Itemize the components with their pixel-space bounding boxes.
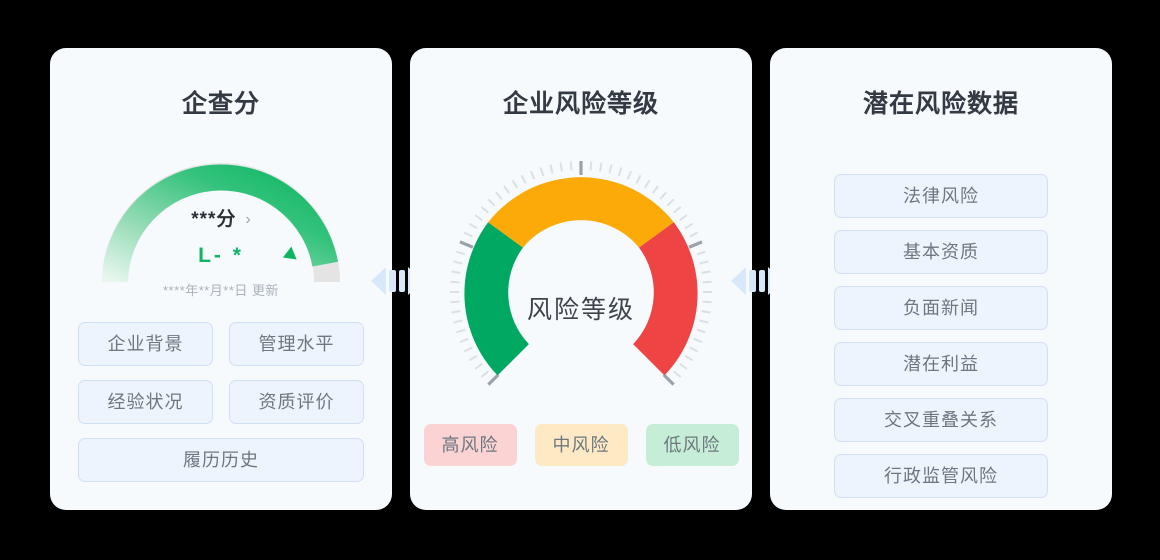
score-gauge-value	[102, 164, 338, 283]
legend-low-risk[interactable]: 低风险	[645, 424, 739, 466]
card-title-score: 企查分	[181, 90, 260, 118]
connector-bar-2	[398, 270, 405, 292]
connector-bar-4	[758, 270, 765, 292]
tag-resume-history[interactable]: 履历历史	[78, 438, 364, 482]
tag-management-level[interactable]: 管理水平	[229, 322, 364, 366]
risk-gauge-svg	[450, 161, 712, 386]
tag-qualification-eval[interactable]: 资质评价	[229, 380, 364, 424]
connector-bar-1	[389, 270, 396, 292]
card-title-data: 潜在风险数据	[862, 90, 1019, 118]
arrow-left-icon	[371, 267, 386, 295]
risk-gauge-center-label: 风险等级	[526, 296, 635, 324]
risk-legend: 高风险 中风险 低风险	[410, 424, 752, 466]
arrow-left-icon	[731, 267, 746, 295]
legend-high-risk[interactable]: 高风险	[423, 424, 517, 466]
list-item-negative-news[interactable]: 负面新闻	[834, 286, 1048, 330]
score-gauge: ***分› L- * ****年**月**日 更新	[93, 152, 349, 298]
risk-segment-low	[464, 222, 529, 376]
tag-experience-status[interactable]: 经验状况	[78, 380, 213, 424]
tag-company-background[interactable]: 企业背景	[78, 322, 213, 366]
list-item-regulatory-risk[interactable]: 行政监管风险	[834, 454, 1048, 498]
list-item-legal-risk[interactable]: 法律风险	[834, 174, 1048, 218]
card-risk-level: 企业风险等级 风险等级 高风险 中风险 低风险	[410, 48, 752, 510]
list-item-cross-overlap[interactable]: 交叉重叠关系	[834, 398, 1048, 442]
connector-bar-3	[749, 270, 756, 292]
card-company-score: 企查分	[50, 48, 392, 510]
score-gauge-pointer	[282, 246, 297, 260]
list-item-basic-qualification[interactable]: 基本资质	[834, 230, 1048, 274]
risk-gauge-ticks	[450, 161, 712, 386]
legend-medium-risk[interactable]: 中风险	[534, 424, 628, 466]
list-item-potential-interest[interactable]: 潜在利益	[834, 342, 1048, 386]
risk-segment-high	[633, 222, 698, 376]
risk-segment-medium	[488, 177, 674, 248]
risk-gauge: 风险等级	[447, 158, 715, 426]
card-title-risk: 企业风险等级	[502, 90, 659, 118]
score-gauge-svg	[102, 163, 340, 283]
potential-risk-list: 法律风险 基本资质 负面新闻 潜在利益 交叉重叠关系 行政监管风险	[834, 174, 1048, 498]
card-potential-risk-data: 潜在风险数据 法律风险 基本资质 负面新闻 潜在利益 交叉重叠关系 行政监管风险	[770, 48, 1112, 510]
score-tag-grid: 企业背景 管理水平 经验状况 资质评价 履历历史	[78, 322, 364, 482]
